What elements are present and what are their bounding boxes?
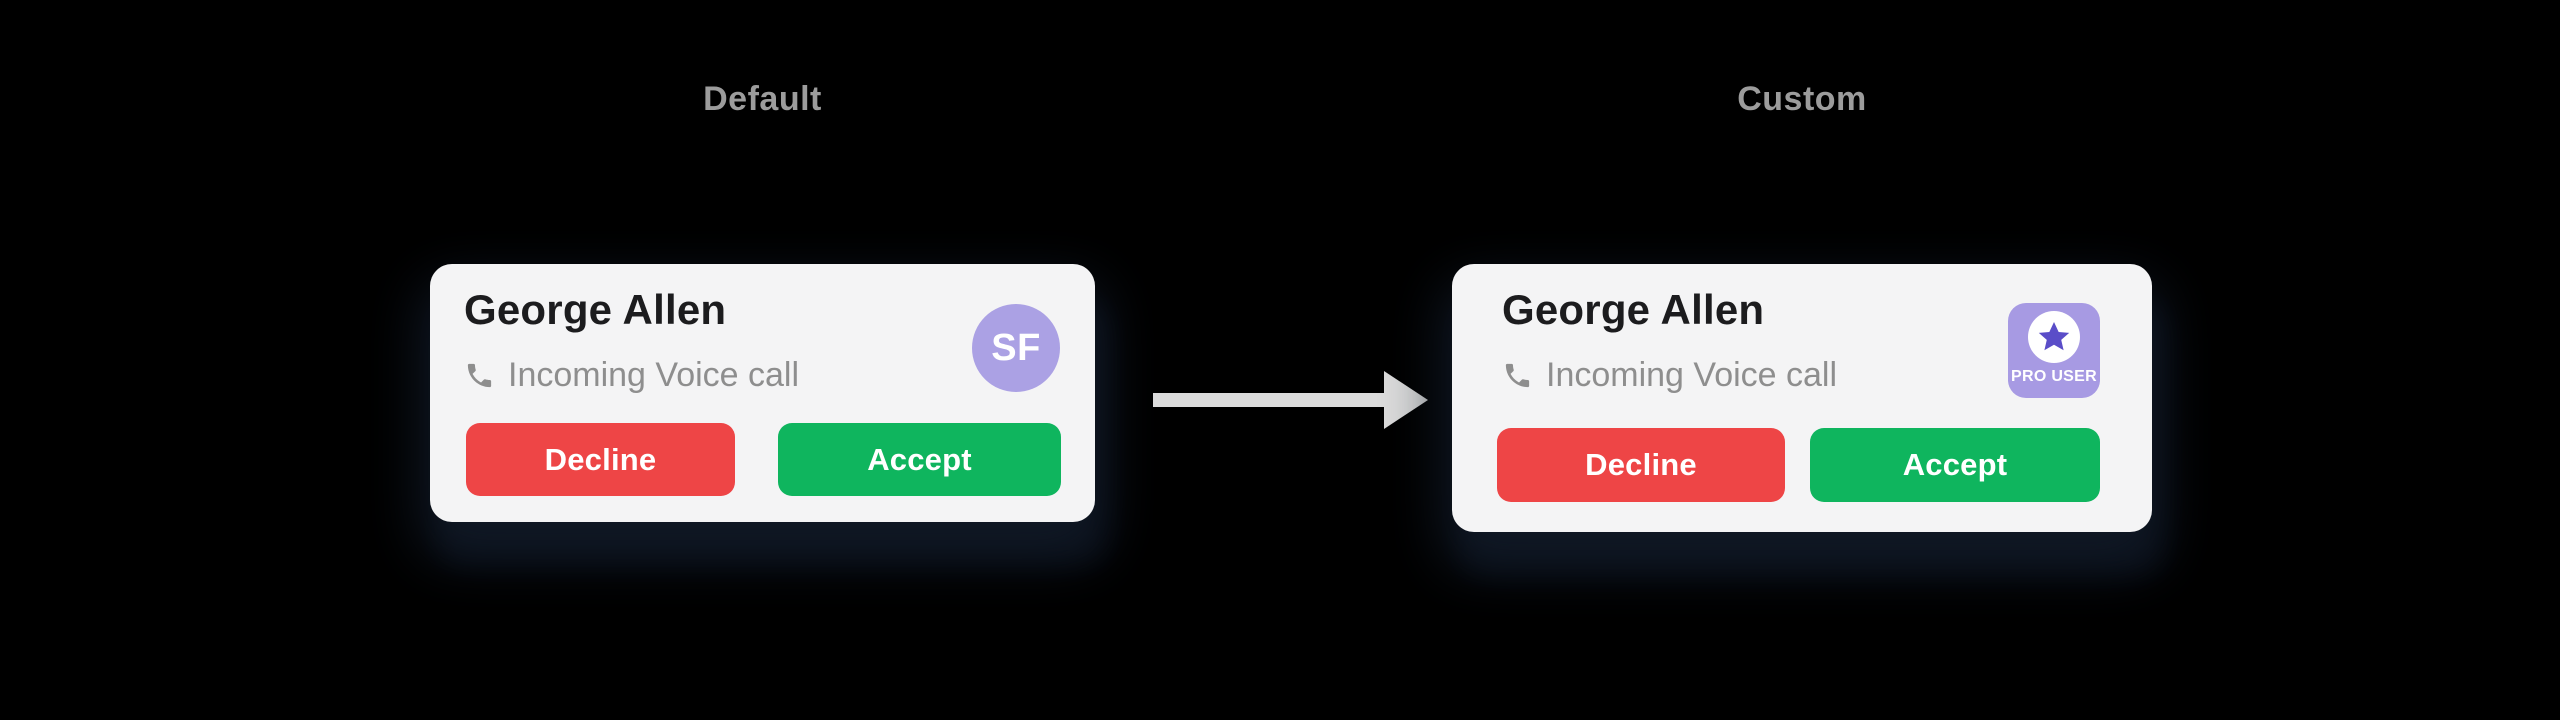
arrow-head (1384, 371, 1428, 429)
incoming-call-card-custom: George Allen Incoming Voice call PRO USE… (1452, 264, 2152, 532)
before-section-label: Default (703, 80, 822, 118)
decline-button[interactable]: Decline (466, 423, 735, 496)
arrow-shaft (1153, 393, 1391, 407)
phone-icon (1505, 363, 1530, 388)
after-section-label: Custom (1737, 80, 1867, 118)
accept-button[interactable]: Accept (1810, 428, 2100, 502)
call-type-label: Incoming Voice call (508, 356, 800, 394)
caller-name: George Allen (464, 286, 727, 333)
call-type-row: Incoming Voice call (464, 356, 799, 395)
badge-label: PRO USER (2011, 368, 2097, 385)
decline-button[interactable]: Decline (1497, 428, 1785, 502)
call-type-label: Incoming Voice call (1546, 356, 1838, 394)
pro-user-badge: PRO USER (2008, 303, 2100, 398)
phone-icon (467, 363, 492, 388)
avatar: SF (972, 304, 1060, 392)
badge-star-circle (2028, 311, 2080, 363)
incoming-call-card-default: George Allen Incoming Voice call SF Decl… (430, 264, 1095, 522)
star-icon (2038, 321, 2070, 351)
arrow-right-icon (1153, 371, 1428, 429)
accept-button[interactable]: Accept (778, 423, 1061, 496)
caller-name: George Allen (1502, 286, 1765, 333)
call-type-row: Incoming Voice call (1502, 356, 1837, 395)
